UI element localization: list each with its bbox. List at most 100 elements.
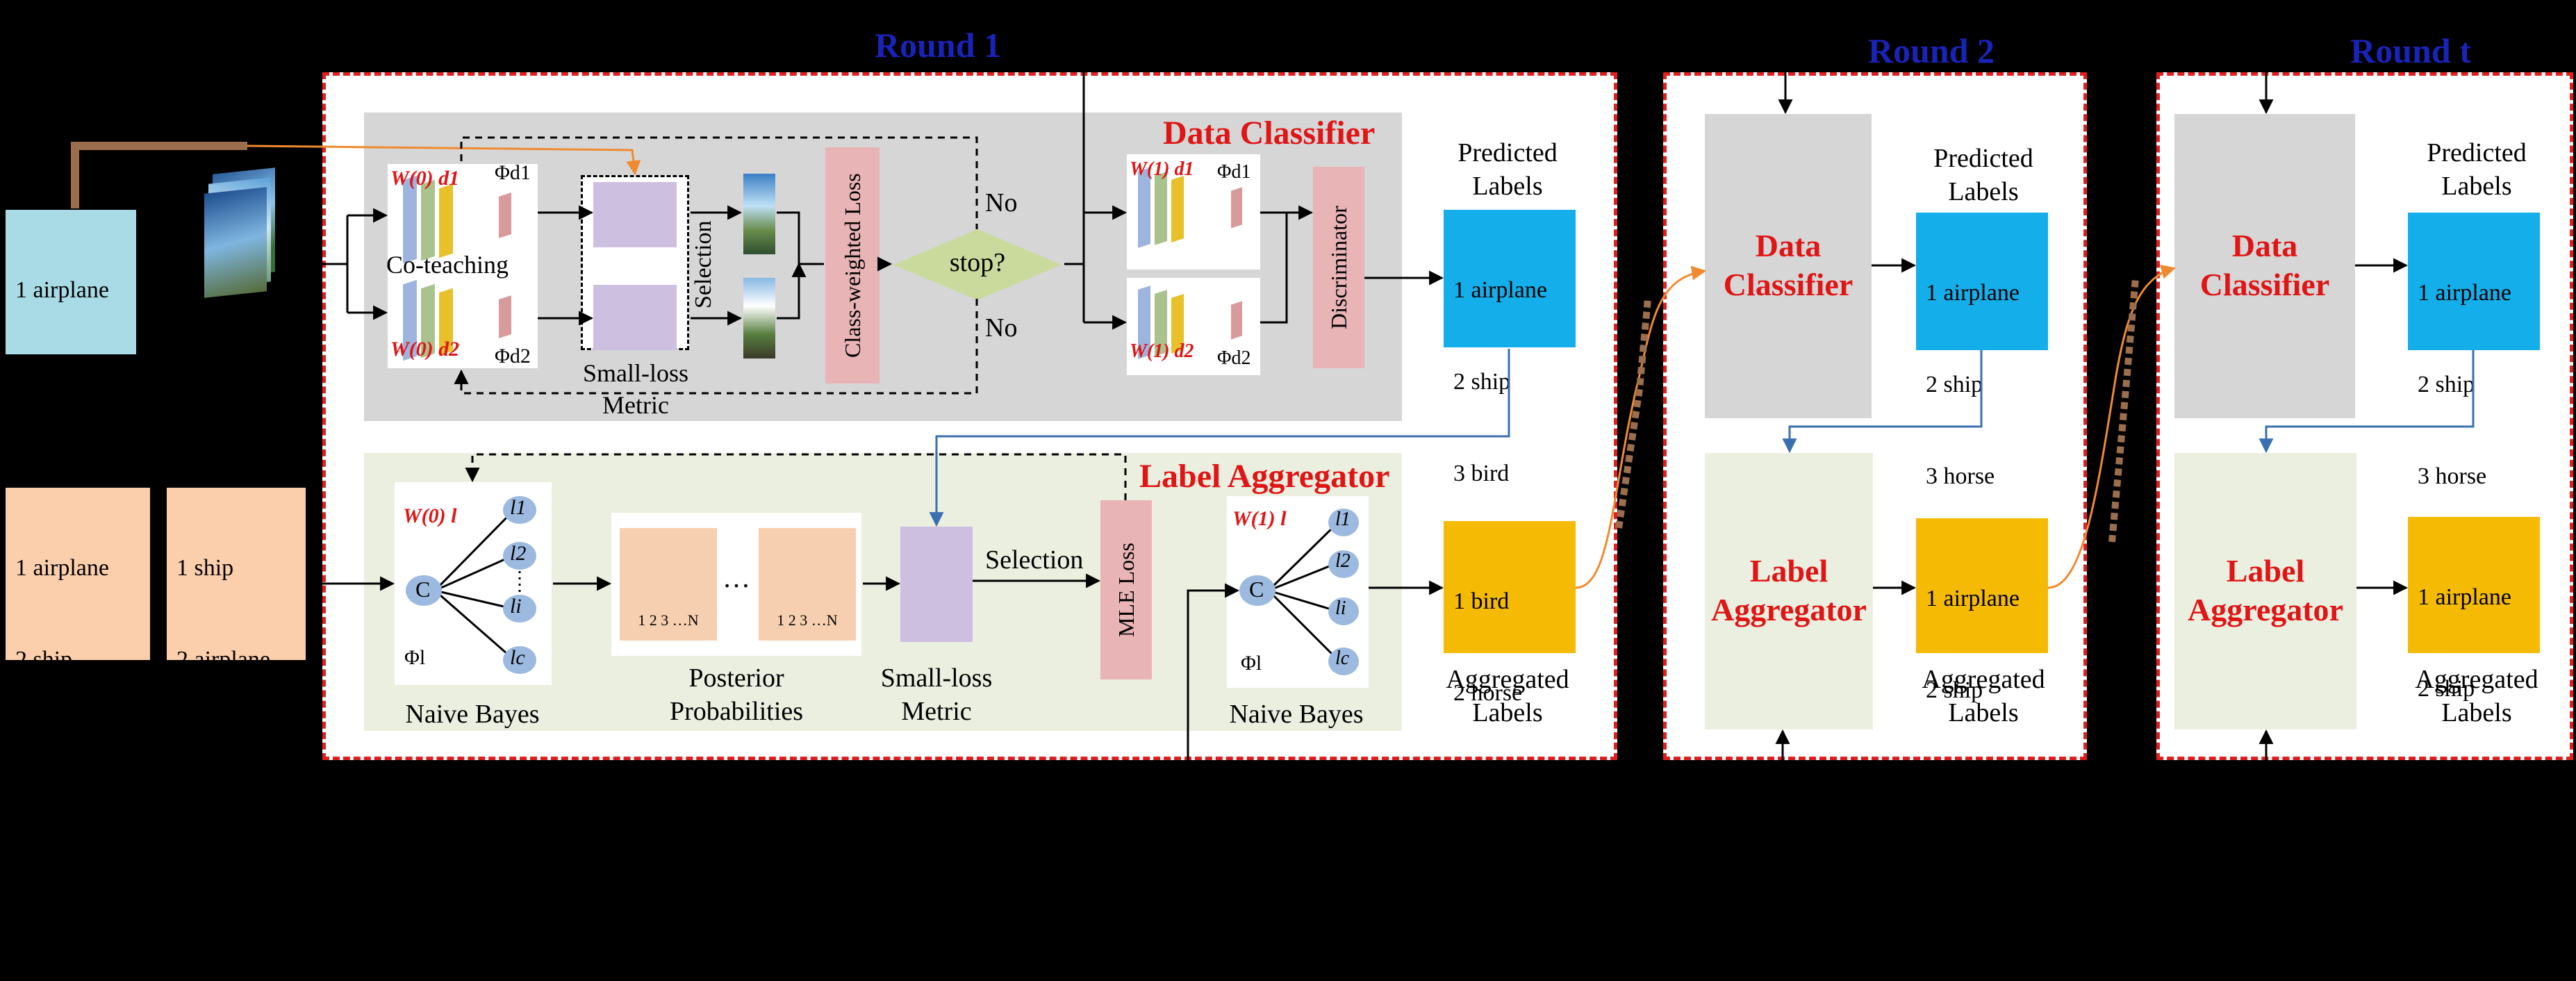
round-1-title: Round 1: [874, 26, 1002, 65]
list-item: …: [1926, 861, 1949, 887]
w-d1-0: W(0) d1: [390, 167, 460, 190]
list-item: 2 ship: [1926, 677, 1983, 703]
rt-aggregated-title: Aggregated Labels: [2415, 665, 2538, 727]
naive-bayes-final-label: Naive Bayes: [1229, 700, 1364, 729]
class-weighted-loss-box: Class-weighted Loss: [825, 147, 880, 384]
posterior-hist-2: [759, 528, 856, 641]
list-item: 3 horse: [1926, 463, 1995, 489]
list-item: …: [176, 830, 200, 856]
list-item: 2 ship: [15, 369, 73, 395]
phi-d2-final: Φd2: [1217, 347, 1251, 369]
list-item: 3 horse: [2418, 768, 2487, 793]
posterior-hist-1: [620, 528, 717, 641]
round-2-title: Round 2: [1867, 31, 1995, 70]
w-l-1: W(1) l: [1232, 507, 1287, 530]
r2-data-classifier-box: [1705, 114, 1872, 418]
no-bottom-label: No: [985, 313, 1018, 343]
final-node-l2: l2: [1335, 550, 1351, 572]
list-item: 2 ship: [1453, 369, 1511, 395]
list-item: N bird: [176, 922, 238, 948]
no-top-label: No: [985, 188, 1018, 217]
stop-label: stop?: [949, 248, 1006, 277]
aggregated-labels-title: Aggregated Labels: [1446, 665, 1569, 727]
phi-d1: Φd1: [495, 161, 531, 184]
list-item: 3 horse: [176, 739, 246, 764]
final-node-l1: l1: [1335, 509, 1351, 530]
selected-images-bottom: [743, 278, 775, 358]
list-item: 2 ship: [15, 647, 73, 673]
list-item: 1 airplane: [1453, 277, 1547, 303]
r2-data-classifier-label: Data Classifier: [1723, 228, 1853, 302]
list-item: 2 ship: [1926, 372, 1983, 397]
list-item: 1 airplane: [2418, 280, 2511, 306]
rt-aggregated-box: 1 airplane 2 ship 3 horse …: [2408, 517, 2540, 885]
list-item: …: [15, 830, 39, 856]
node-lc: lc: [510, 646, 525, 669]
label-aggregator-title: Label Aggregator: [1139, 458, 1390, 495]
hist-ticks-2: 1 2 3 …N: [777, 611, 838, 629]
list-item: 1 airplane: [2418, 584, 2511, 610]
selected-images-top: [743, 174, 775, 254]
list-item: …: [2418, 859, 2441, 885]
r2-label-aggregator-box: [1705, 453, 1873, 729]
list-item: 3 ship: [1453, 772, 1511, 798]
list-item: …: [1453, 864, 1477, 889]
rt-predicted-title: Predicted Labels: [2427, 138, 2527, 201]
list-item: 1 bird: [1453, 588, 1510, 614]
hist-ellipsis: …: [723, 562, 750, 593]
naive-bayes-label: Naive Bayes: [405, 700, 540, 729]
predicted-labels-title: Predicted Labels: [1458, 138, 1558, 201]
connectors-layer: [71, 72, 2475, 744]
node-l2: l2: [510, 542, 527, 565]
list-item: 3 bird: [15, 461, 72, 486]
list-item: 3 bird: [1453, 461, 1510, 486]
list-item: 3 bird: [1926, 769, 1982, 795]
list-item: 2 airplane: [176, 647, 270, 673]
stop-diamond: [893, 229, 1062, 300]
phi-l-final: Φl: [1241, 652, 1262, 675]
hist-ticks-1: 1 2 3 …N: [638, 611, 699, 629]
clean-labels-box: 1 airplane 2 ship 3 bird …: [6, 210, 136, 578]
loss-list-top: [593, 182, 677, 247]
posterior-label: Posterior Probabilities: [669, 663, 804, 726]
r2-label-aggregator-label: Label Aggregator: [1711, 553, 1867, 627]
w-d1-1: W(1) d1: [1130, 158, 1194, 180]
mle-loss-box: MLE Loss: [1100, 500, 1152, 679]
node-c: C: [415, 577, 431, 602]
small-loss-metric-label: Small-loss Metric: [582, 359, 688, 419]
list-item: 2 horse: [1453, 680, 1523, 706]
rt-data-classifier-box: [2174, 114, 2355, 418]
list-item: 1 airplane: [15, 277, 109, 303]
list-item: 1 airplane: [1926, 280, 2020, 306]
list-item: 1 airplane: [15, 555, 109, 581]
final-node-c: C: [1249, 577, 1264, 602]
round-t-title: Round t: [2350, 31, 2471, 70]
r2-aggregated-title: Aggregated Labels: [1922, 665, 2045, 727]
naive-bayes-final-graph: [1239, 509, 1359, 675]
phi-d1-final: Φd1: [1217, 161, 1251, 183]
w-d2-0: W(0) d2: [390, 338, 460, 361]
r2-aggregated-box: 1 airplane 2 ship 3 bird …: [1916, 518, 2048, 887]
list-item: 2 ship: [2418, 676, 2475, 702]
list-item: 3 bird: [15, 739, 72, 764]
final-node-li: li: [1335, 597, 1346, 619]
coteaching-label: Co-teaching: [386, 251, 509, 279]
list-item: 2 ship: [2418, 372, 2475, 397]
node-l1: l1: [510, 496, 527, 519]
rt-label-aggregator-box: [2174, 453, 2356, 729]
list-item: 1 ship: [176, 555, 234, 581]
w-l-0: W(0) l: [403, 504, 457, 527]
list-item: N horse: [15, 922, 90, 948]
rt-predicted-box: 1 airplane 2 ship 3 horse …: [2408, 213, 2540, 581]
phi-l: Φl: [404, 646, 426, 669]
w-d2-1: W(1) d2: [1130, 340, 1194, 362]
rt-label-aggregator-label: Label Aggregator: [2188, 553, 2343, 627]
loss-list-bottom: [593, 285, 677, 350]
agg-small-loss-label: Small-loss Metric: [880, 663, 993, 726]
agg-loss-list: [900, 527, 973, 642]
data-classifier-title: Data Classifier: [1163, 115, 1376, 151]
phi-d2: Φd2: [495, 345, 531, 368]
list-item: 1 airplane: [1926, 586, 2020, 611]
list-item: 3 horse: [2418, 463, 2487, 489]
agg-selection-label: Selection: [985, 545, 1084, 575]
